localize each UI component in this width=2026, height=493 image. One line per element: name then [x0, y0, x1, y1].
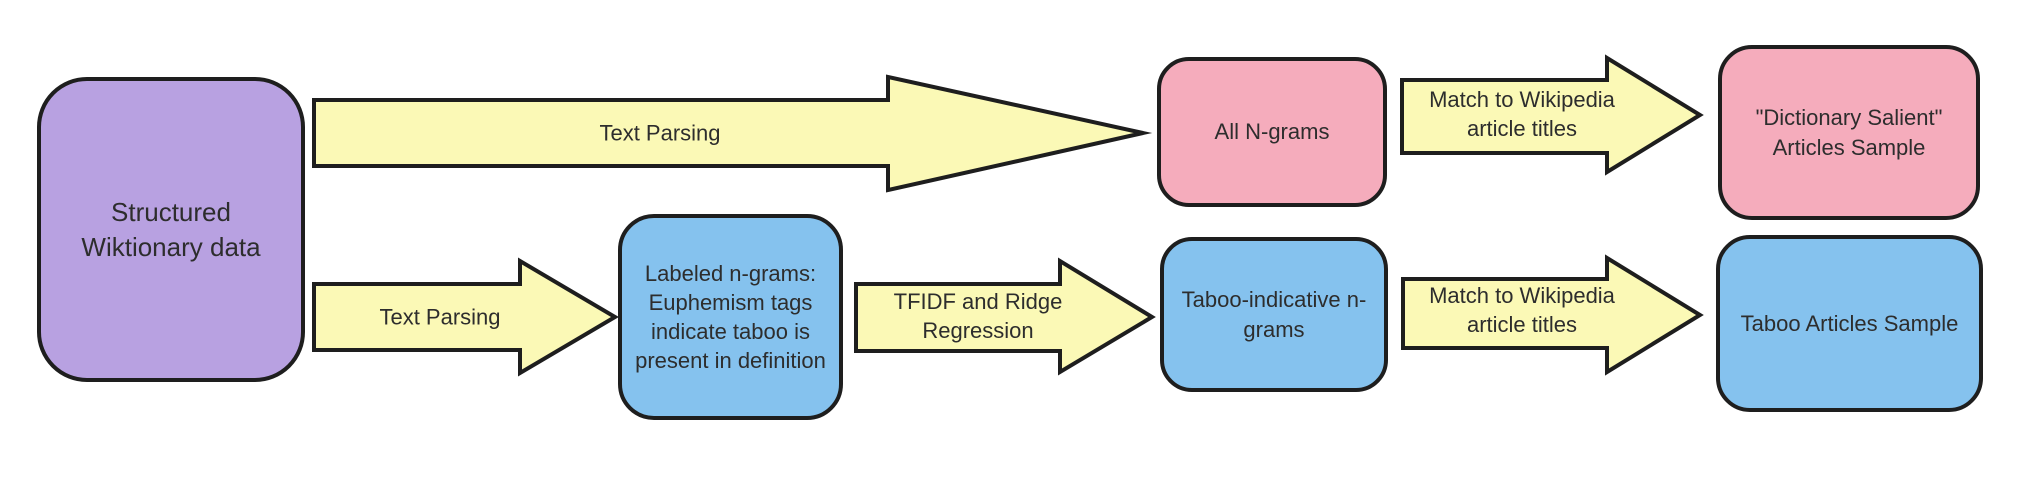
node-all-ngrams: All N-grams — [1157, 57, 1387, 207]
node-label: Taboo Articles Sample — [1740, 310, 1959, 336]
arrow-match-wikipedia-top — [1400, 54, 1704, 176]
arrow-tfidf-ridge-regression — [854, 257, 1156, 376]
arrow-label-text-parsing-top: Text Parsing — [599, 120, 721, 146]
node-label: Labeled n-grams: Euphemism tags indicate… — [635, 260, 826, 374]
node-taboo-articles-sample: Taboo Articles Sample — [1716, 235, 1983, 412]
arrow-label-match-wikipedia-bottom: Match to Wikipedia article titles — [1429, 282, 1615, 337]
arrow-text-parsing-bottom — [312, 257, 619, 377]
node-label: Structured Wiktionary data — [81, 196, 261, 262]
node-label: Taboo-indicative n- grams — [1181, 287, 1367, 342]
arrow-label-tfidf-ridge-regression: TFIDF and Ridge Regression — [893, 288, 1063, 343]
arrow-label-text-parsing-bottom: Text Parsing — [379, 304, 501, 330]
node-label: "Dictionary Salient" Articles Sample — [1755, 105, 1943, 160]
node-labeled-ngrams: Labeled n-grams: Euphemism tags indicate… — [618, 214, 843, 420]
node-label: All N-grams — [1214, 119, 1330, 145]
arrow-text-parsing-top — [312, 74, 1153, 193]
node-taboo-indicative-ngrams: Taboo-indicative n- grams — [1160, 237, 1388, 392]
arrow-match-wikipedia-bottom — [1401, 254, 1704, 376]
node-dictionary-salient-articles-sample: "Dictionary Salient" Articles Sample — [1718, 45, 1980, 220]
arrow-label-match-wikipedia-top: Match to Wikipedia article titles — [1429, 86, 1615, 141]
node-structured-wiktionary-data: Structured Wiktionary data — [37, 77, 305, 382]
